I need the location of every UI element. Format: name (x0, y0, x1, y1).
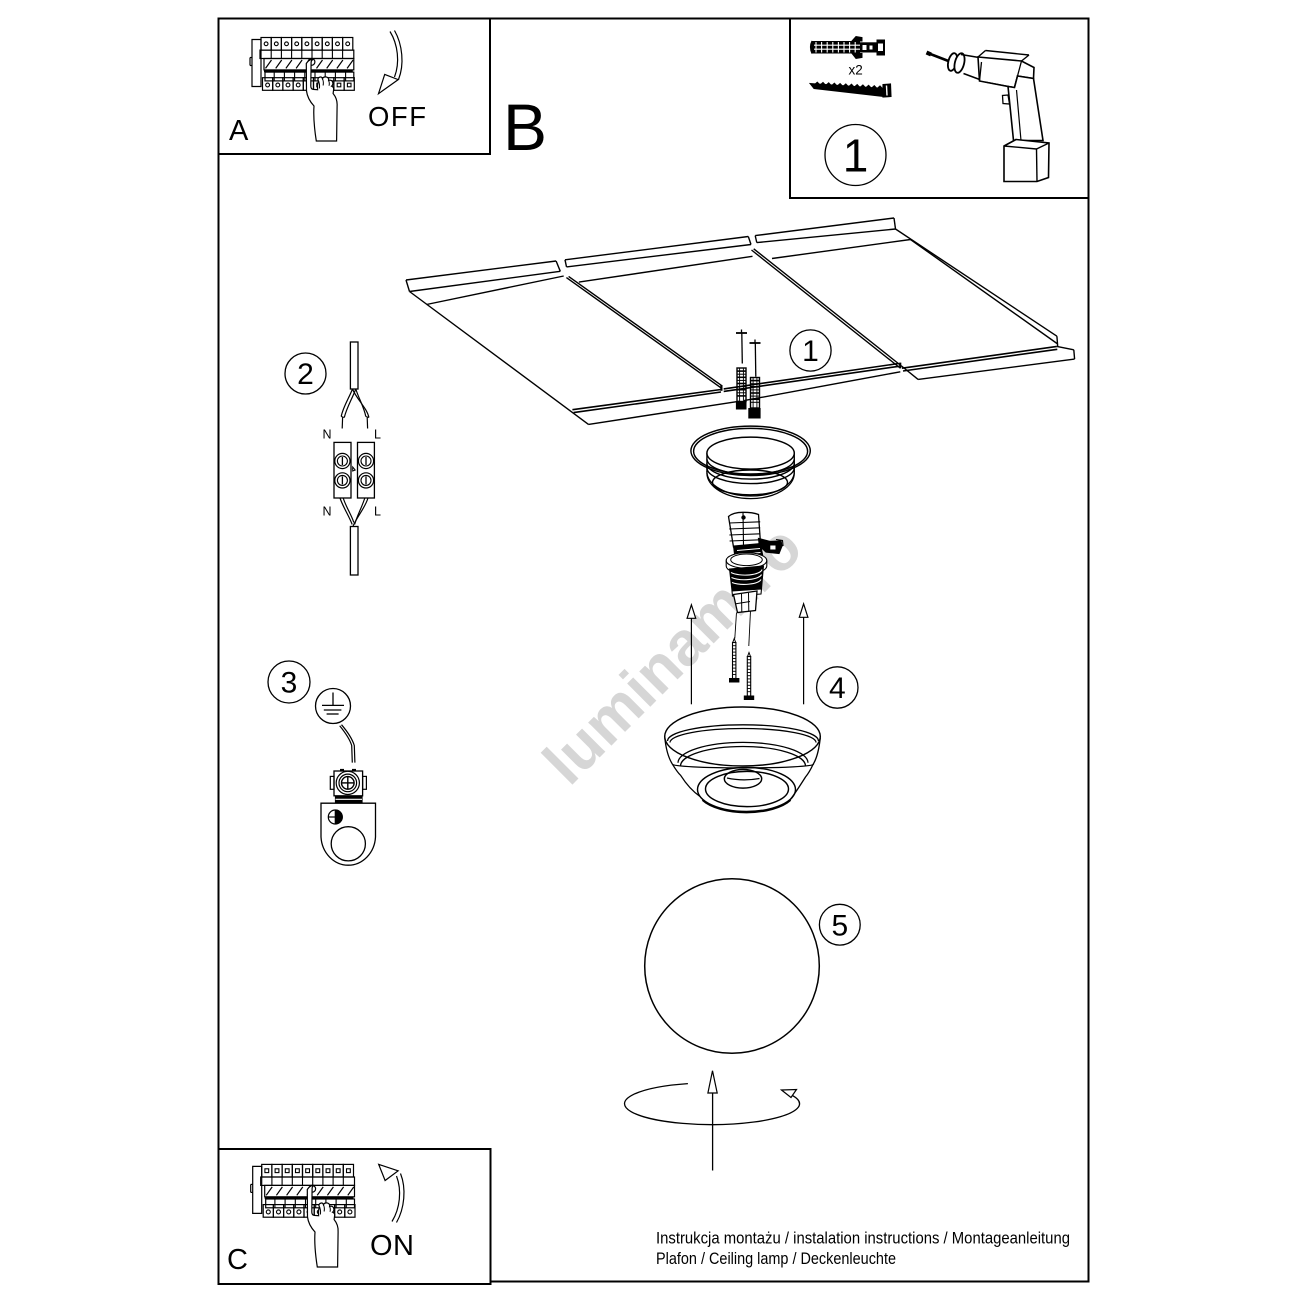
svg-text:B: B (503, 90, 547, 164)
svg-text:ON: ON (370, 1230, 415, 1262)
svg-text:4: 4 (829, 672, 846, 705)
svg-text:1: 1 (802, 335, 819, 368)
svg-text:OFF: OFF (368, 101, 428, 132)
svg-text:A: A (229, 115, 249, 147)
svg-text:2: 2 (297, 358, 314, 391)
svg-text:x2: x2 (849, 63, 863, 78)
svg-text:3: 3 (281, 667, 298, 700)
svg-text:C: C (227, 1244, 248, 1276)
svg-text:Plafon / Ceiling lamp / Decken: Plafon / Ceiling lamp / Deckenleuchte (656, 1250, 896, 1268)
svg-text:Instrukcja montażu / instalati: Instrukcja montażu / instalation instruc… (656, 1230, 1070, 1248)
svg-text:1: 1 (843, 129, 869, 181)
svg-text:5: 5 (831, 909, 848, 942)
svg-text:N: N (323, 428, 332, 442)
svg-text:L: L (374, 428, 381, 442)
svg-text:N: N (323, 505, 332, 519)
svg-text:L: L (374, 505, 381, 519)
